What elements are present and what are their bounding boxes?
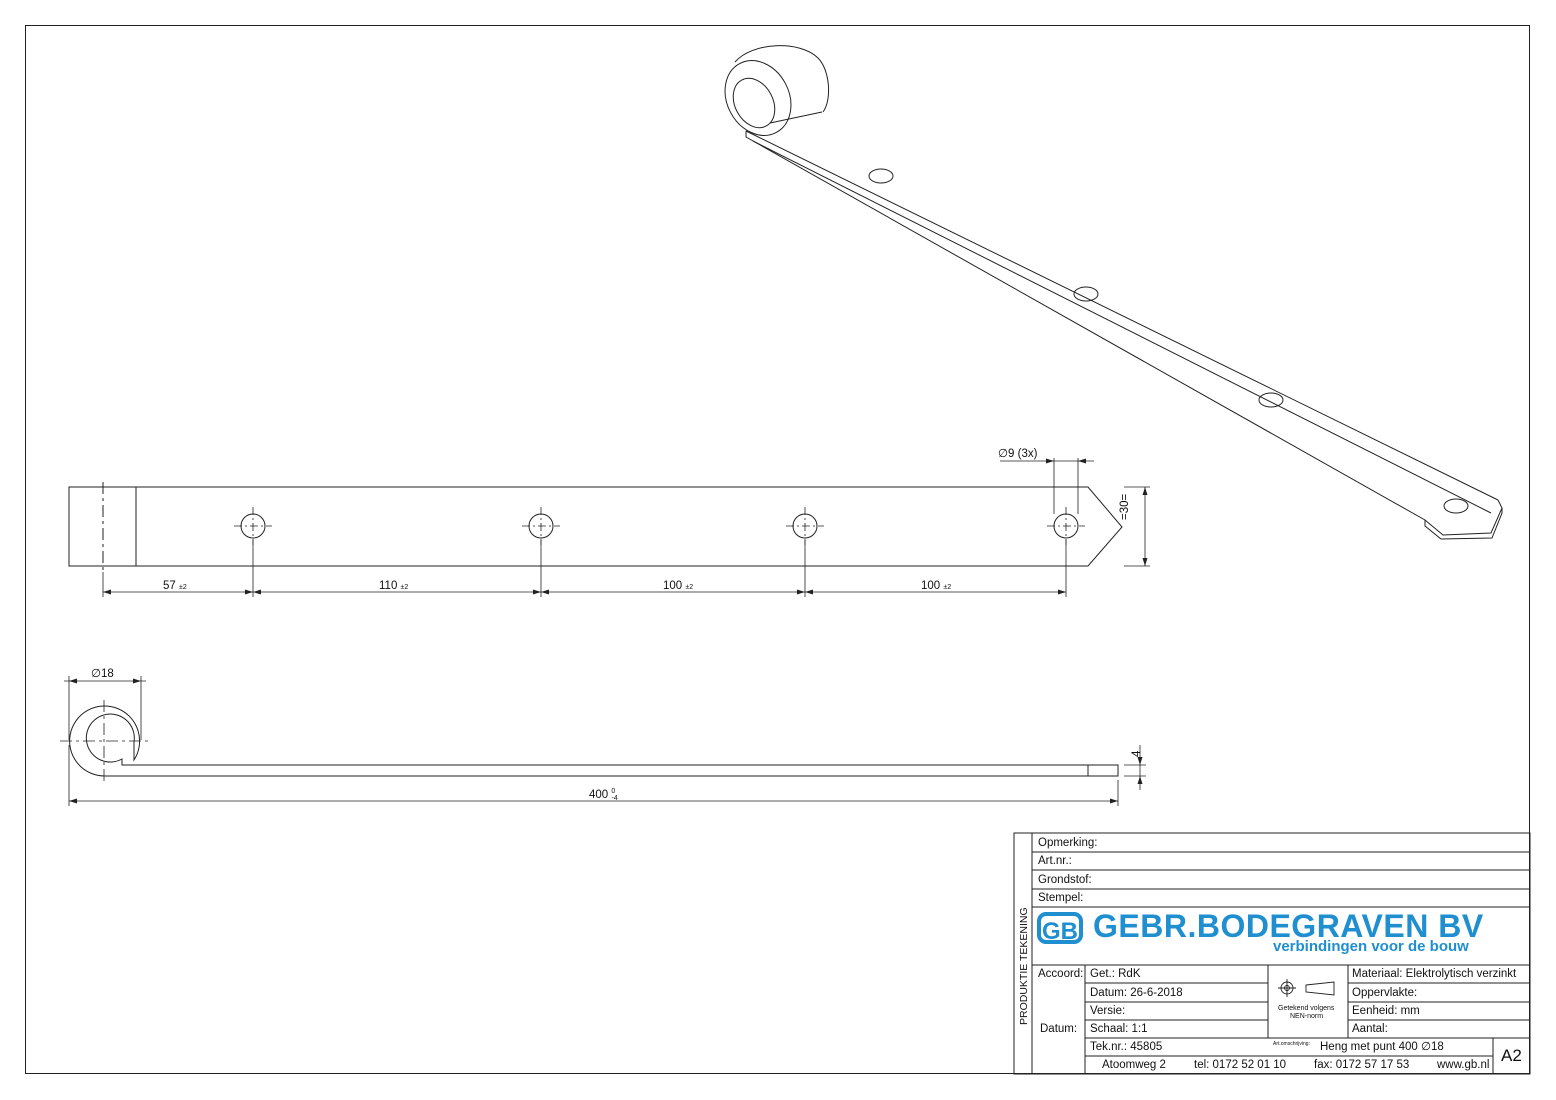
- company-logo: GB GEBR.BODEGRAVEN BV verbindingen voor …: [1033, 906, 1530, 964]
- unit: Eenheid: mm: [1352, 1005, 1420, 1017]
- gb-logo-mark: GB: [1037, 912, 1083, 945]
- website: www.gb.nl: [1437, 1059, 1490, 1071]
- hole-diameter-dim: ∅9 (3x): [998, 448, 1038, 460]
- dim-110: 110 ±2: [379, 580, 409, 592]
- opmerking-field: Opmerking:: [1038, 837, 1098, 849]
- dim-57: 57 ±2: [163, 580, 187, 592]
- title-block-grid: [1013, 832, 1531, 1075]
- surface: Oppervlakte:: [1352, 987, 1418, 999]
- eye-diameter-dim: ∅18: [91, 668, 114, 680]
- drawing-sheet-border: [25, 25, 1530, 1074]
- datum-label: Datum:: [1040, 1023, 1078, 1035]
- scale: Schaal: 1:1: [1090, 1023, 1148, 1035]
- accoord-label: Accoord:: [1038, 968, 1084, 980]
- material: Materiaal: Elektrolytisch verzinkt: [1352, 968, 1517, 980]
- width-dim: =30=: [1119, 493, 1131, 520]
- top-view: [68, 458, 1150, 597]
- telephone: tel: 0172 52 01 10: [1194, 1059, 1287, 1071]
- isometric-view: [724, 45, 1503, 540]
- dim-100-b: 100 ±2: [921, 580, 952, 592]
- side-view: [60, 676, 1146, 806]
- quantity: Aantal:: [1352, 1023, 1388, 1035]
- company-tagline: verbindingen voor de bouw: [1273, 938, 1469, 955]
- address: Atoomweg 2: [1102, 1059, 1166, 1071]
- drawing-date: Datum: 26-6-2018: [1090, 987, 1183, 999]
- sheet-format: A2: [1501, 1046, 1522, 1065]
- article-description: Heng met punt 400 ∅18: [1320, 1041, 1444, 1053]
- projection-symbol-icon: [1278, 979, 1335, 997]
- norm-line-2: NEN-norm: [1290, 1013, 1324, 1020]
- norm-line-1: Getekend volgens: [1278, 1005, 1335, 1012]
- fax: fax: 0172 57 17 53: [1314, 1059, 1410, 1071]
- dim-100-a: 100 ±2: [663, 580, 694, 592]
- artnr-field: Art.nr.:: [1038, 855, 1072, 867]
- company-name: GEBR.BODEGRAVEN BV: [1093, 908, 1484, 944]
- grondstof-field: Grondstof:: [1038, 874, 1092, 886]
- version: Versie:: [1090, 1005, 1126, 1017]
- article-description-label: Art.omschrijving:: [1273, 1041, 1310, 1047]
- drawn-by: Get.: RdK: [1090, 968, 1141, 980]
- side-label: PRODUKTIE TEKENING: [1018, 907, 1030, 1025]
- drawing-number: Tek.nr.: 45805: [1090, 1041, 1163, 1053]
- stempel-field: Stempel:: [1038, 892, 1084, 904]
- thickness-dim: 4: [1131, 750, 1143, 757]
- length-dim: 400 0-4: [589, 788, 618, 802]
